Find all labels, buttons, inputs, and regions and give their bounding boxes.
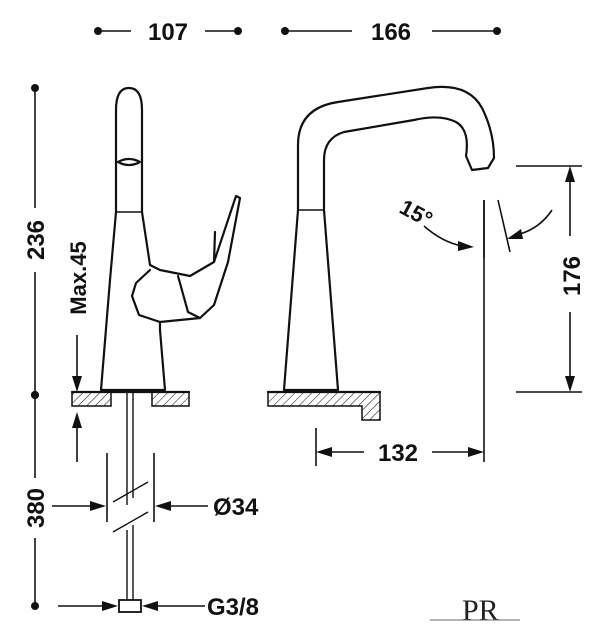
dimension-176-label: 176 bbox=[559, 256, 586, 296]
dimension-132-label: 132 bbox=[378, 440, 418, 467]
dimension-236-label: 236 bbox=[23, 220, 50, 260]
dimension-107: 107 bbox=[94, 19, 242, 46]
faucet-side-view bbox=[70, 86, 242, 613]
dimension-176: 176 bbox=[516, 165, 586, 393]
faucet-front-view bbox=[266, 85, 496, 421]
dimension-diameter: Ø34 bbox=[52, 453, 259, 522]
dimension-132: 132 bbox=[315, 428, 484, 467]
dimension-diameter-label: Ø34 bbox=[213, 494, 259, 521]
dimension-380-label: 380 bbox=[23, 488, 50, 528]
dimension-angle: 15° bbox=[396, 194, 553, 462]
dimension-107-label: 107 bbox=[148, 19, 188, 46]
dimension-166-label: 166 bbox=[371, 19, 411, 46]
dimension-angle-label: 15° bbox=[396, 194, 437, 232]
dimension-connection-label: G3/8 bbox=[207, 594, 259, 621]
dimension-max45: Max.45 bbox=[66, 241, 91, 462]
brand-logo-text: PR bbox=[462, 594, 499, 627]
dimension-max45-label: Max.45 bbox=[66, 241, 91, 314]
dimension-166: 166 bbox=[281, 19, 501, 46]
dimension-connection: G3/8 bbox=[58, 594, 259, 621]
dimension-380: 380 bbox=[23, 391, 50, 610]
brand-logo: PR bbox=[430, 594, 520, 627]
dimension-236: 236 bbox=[23, 84, 50, 399]
